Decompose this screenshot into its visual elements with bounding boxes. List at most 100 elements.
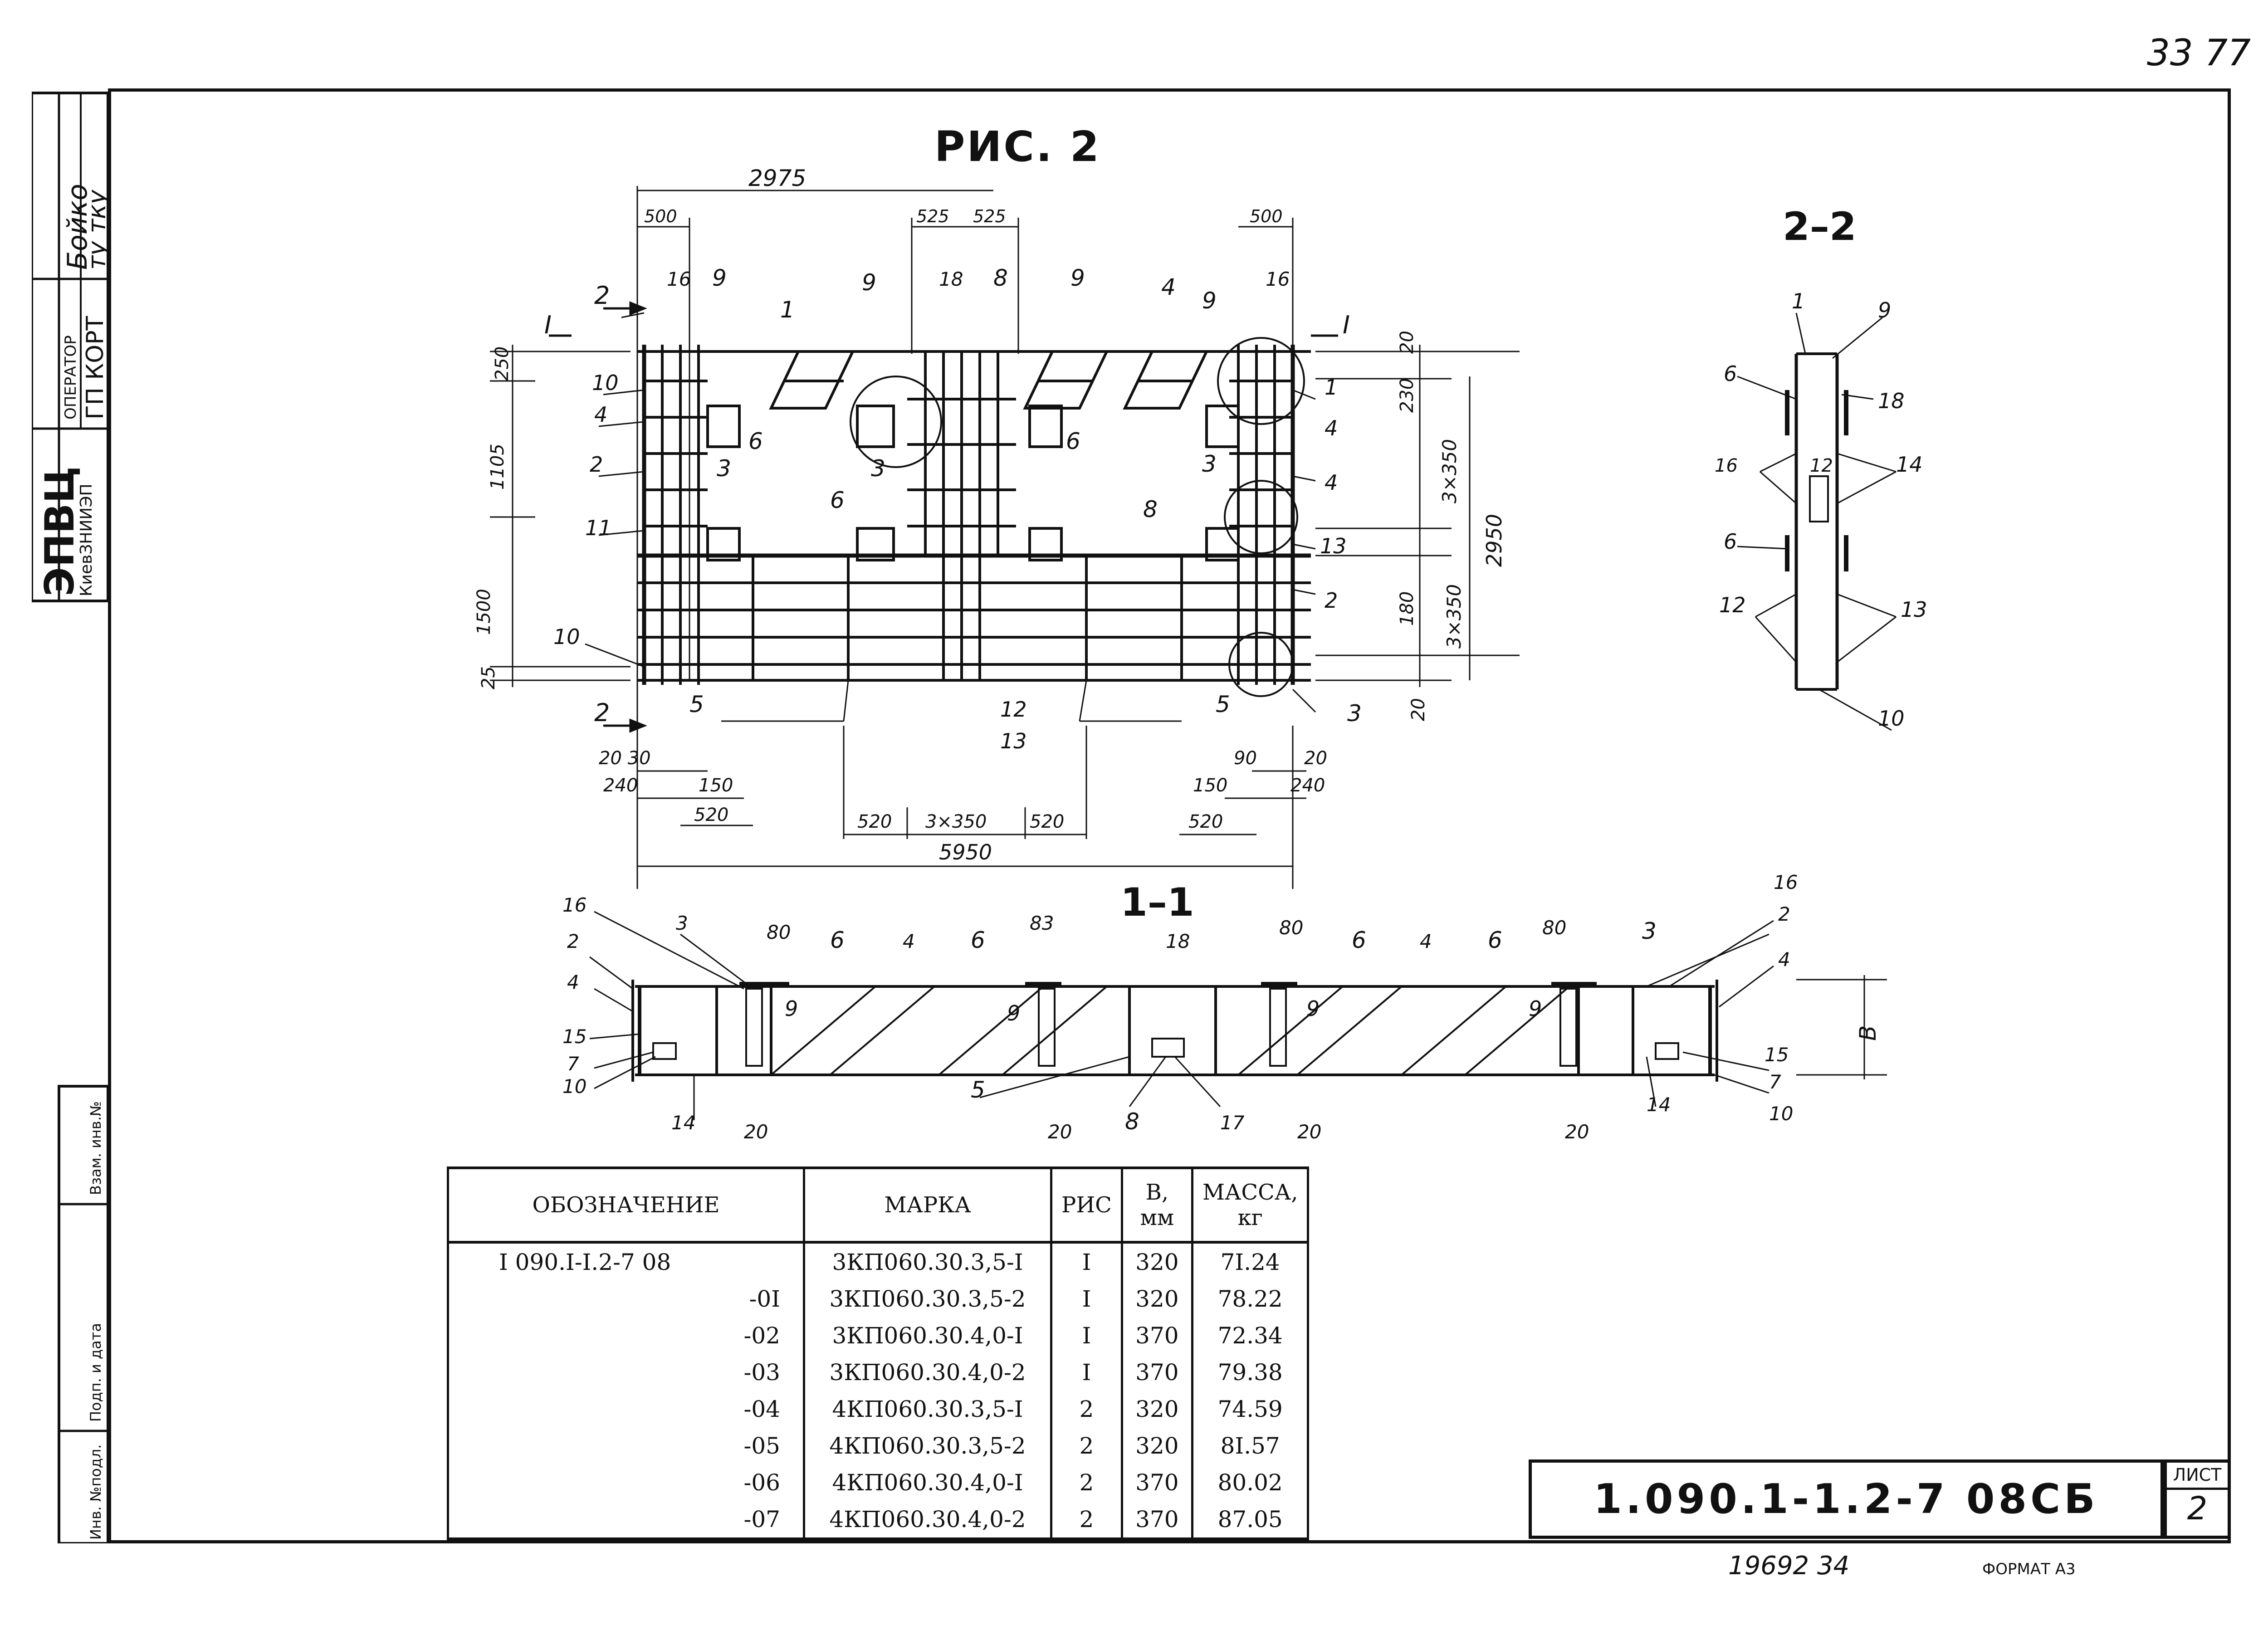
- cell-mass: 7I.24: [1191, 1242, 1310, 1280]
- svg-text:15: 15: [562, 1025, 587, 1048]
- svg-text:8: 8: [1125, 1108, 1139, 1135]
- cell-mass: 78.22: [1191, 1280, 1310, 1317]
- cell-mass: 87.05: [1191, 1501, 1310, 1540]
- section-1-1-drawing: [589, 911, 1887, 1120]
- dim-top-500-left: 500: [644, 206, 677, 226]
- figure-title: РИС. 2: [934, 122, 1101, 171]
- table-row: -05 4КП060.30.3,5-2 2 320 8I.57: [447, 1427, 1310, 1464]
- svg-text:5: 5: [689, 691, 704, 717]
- svg-text:1: 1: [1325, 375, 1338, 400]
- dim-left-1105: 1105: [487, 444, 508, 490]
- svg-text:I: I: [544, 311, 552, 339]
- dim-bot-3x350: 3×350: [925, 811, 987, 832]
- svg-text:3: 3: [1202, 451, 1217, 477]
- svg-text:5: 5: [1216, 691, 1230, 717]
- dim-bot-20-30: 20 30: [599, 748, 651, 769]
- order-number: 19692 34: [1728, 1551, 1850, 1581]
- cell-designation: -03: [447, 1354, 805, 1391]
- svg-text:10: 10: [1878, 706, 1905, 731]
- cell-designation: -02: [447, 1317, 805, 1354]
- cell-designation: -07: [447, 1501, 805, 1540]
- cell-mark: 4КП060.30.4,0-I: [803, 1464, 1052, 1501]
- svg-text:2: 2: [1778, 903, 1790, 925]
- plan-view: [637, 337, 1311, 697]
- cell-mass: 8I.57: [1191, 1427, 1310, 1464]
- svg-text:6: 6: [1724, 529, 1737, 554]
- svg-text:6: 6: [1066, 428, 1080, 454]
- col-designation: ОБОЗНАЧЕНИЕ: [447, 1166, 805, 1244]
- dim-right-20-bot: 20: [1408, 698, 1429, 721]
- col-fig: РИС: [1050, 1166, 1123, 1244]
- cell-b: 370: [1120, 1464, 1193, 1501]
- svg-text:I: I: [1343, 311, 1350, 339]
- sheet-number-box: ЛИСТ 2: [2164, 1459, 2231, 1539]
- dim-sec-80a: 80: [767, 921, 791, 943]
- svg-text:13: 13: [1320, 534, 1347, 558]
- cell-b: 370: [1120, 1354, 1193, 1391]
- col-b: В, мм: [1120, 1166, 1193, 1244]
- svg-text:4: 4: [903, 930, 915, 952]
- dim-top-500-right: 500: [1250, 206, 1283, 226]
- section-2-2-title: 2–2: [1783, 204, 1857, 249]
- cell-mass: 80.02: [1191, 1464, 1310, 1501]
- dim-right-230: 230: [1397, 378, 1418, 413]
- svg-text:12: 12: [1810, 455, 1833, 476]
- svg-text:4: 4: [1325, 470, 1338, 495]
- cell-fig: I: [1050, 1354, 1123, 1391]
- svg-text:12: 12: [1000, 697, 1027, 722]
- cell-fig: I: [1050, 1242, 1123, 1280]
- cell-fig: 2: [1050, 1501, 1123, 1540]
- svg-text:16: 16: [1266, 268, 1290, 290]
- dim-sec-80b: 80: [1279, 917, 1303, 939]
- svg-text:3: 3: [871, 455, 885, 482]
- svg-text:3: 3: [676, 912, 688, 934]
- svg-text:10: 10: [562, 1075, 587, 1098]
- cell-b: 320: [1120, 1280, 1193, 1317]
- cell-mass: 79.38: [1191, 1354, 1310, 1391]
- cell-fig: 2: [1050, 1427, 1123, 1464]
- table-row: -06 4КП060.30.4,0-I 2 370 80.02: [447, 1464, 1310, 1501]
- table-row: -02 3КП060.30.4,0-I I 370 72.34: [447, 1317, 1310, 1354]
- cell-mark: 3КП060.30.4,0-2: [803, 1354, 1052, 1391]
- dim-bot-90: 90: [1234, 748, 1257, 769]
- cell-b: 320: [1120, 1391, 1193, 1427]
- cell-mass: 74.59: [1191, 1391, 1310, 1427]
- svg-text:9: 9: [862, 269, 876, 296]
- svg-text:6: 6: [971, 927, 985, 953]
- plan-position-labels: 2975 500 525 525 500 16 9 18 8 9 4 9 16 …: [474, 165, 1506, 864]
- dim-sec-20a: 20: [744, 1121, 768, 1143]
- svg-text:18: 18: [1878, 389, 1905, 413]
- dim-sec-83: 83: [1030, 912, 1054, 934]
- svg-text:9: 9: [1007, 1001, 1020, 1025]
- section-1-1-labels: 16 3 2 4 15 7 10 14 80 6 4 6 83 18 80 6 …: [562, 871, 1881, 1143]
- dim-right-2950: 2950: [1482, 514, 1506, 567]
- cell-designation: I 090.I-I.2-7 08: [447, 1242, 805, 1280]
- svg-text:18: 18: [939, 268, 963, 290]
- cell-mass: 72.34: [1191, 1317, 1310, 1354]
- cell-fig: I: [1050, 1280, 1123, 1317]
- col-mass: МАССА, кг: [1191, 1166, 1310, 1244]
- dim-top-total: 2975: [748, 165, 806, 191]
- svg-text:8: 8: [993, 265, 1008, 291]
- svg-text:10: 10: [592, 371, 619, 395]
- dim-right-20-top: 20: [1397, 331, 1418, 354]
- svg-text:2: 2: [590, 452, 603, 477]
- spec-header-row: ОБОЗНАЧЕНИЕ МАРКА РИС В, мм МАССА, кг: [447, 1166, 1310, 1244]
- section-2-2-labels: 1 9 6 18 16 12 14 6 12 13 10: [1715, 289, 1927, 731]
- cell-mark: 4КП060.30.3,5-I: [803, 1391, 1052, 1427]
- svg-text:9: 9: [712, 265, 727, 291]
- svg-text:6: 6: [1724, 361, 1737, 386]
- svg-text:8: 8: [1143, 496, 1158, 522]
- svg-text:3: 3: [717, 455, 731, 482]
- dim-bot-520a: 520: [694, 805, 728, 825]
- cell-b: 370: [1120, 1317, 1193, 1354]
- svg-text:7: 7: [567, 1053, 579, 1075]
- table-row: -0I 3КП060.30.3,5-2 I 320 78.22: [447, 1280, 1310, 1317]
- svg-text:14: 14: [1647, 1093, 1671, 1116]
- sheet-label: ЛИСТ: [2167, 1463, 2228, 1490]
- spec-table: ОБОЗНАЧЕНИЕ МАРКА РИС В, мм МАССА, кг I …: [447, 1166, 1310, 1540]
- dim-sec-20d: 20: [1565, 1121, 1589, 1143]
- svg-text:13: 13: [1000, 729, 1027, 753]
- document-code: 1.090.1-1.2-7 08СБ: [1593, 1475, 2099, 1523]
